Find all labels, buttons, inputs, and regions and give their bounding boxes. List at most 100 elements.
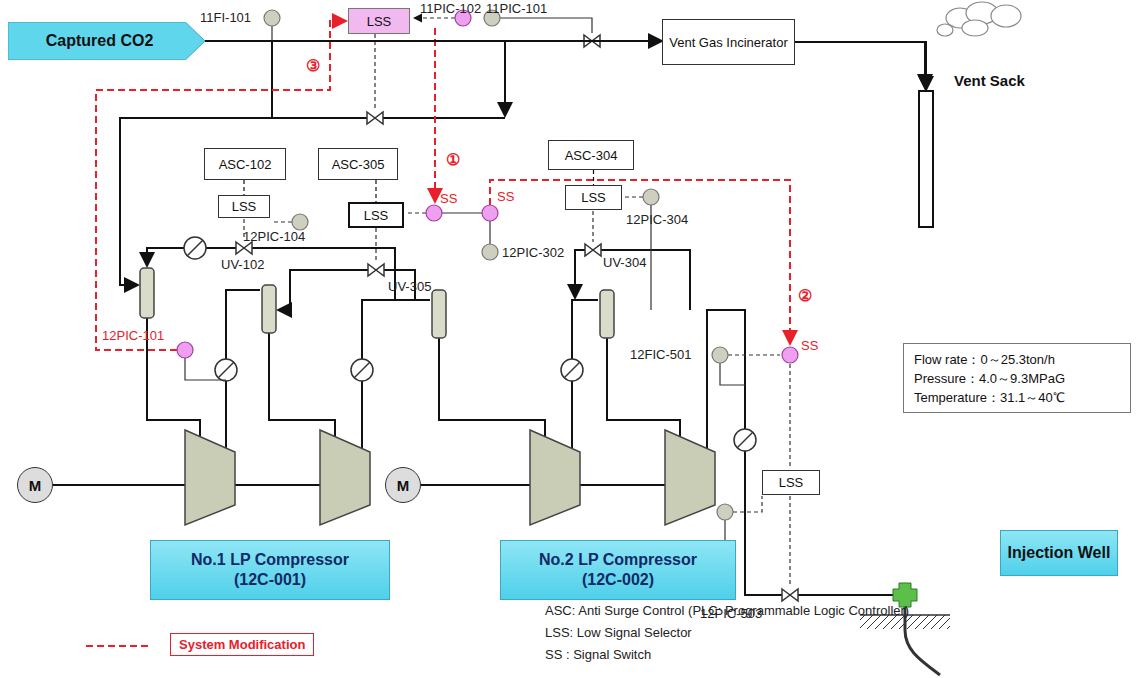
drawing-path — [271, 42, 273, 118]
drawing-path — [564, 362, 580, 378]
drawing-g — [185, 18, 745, 595]
drawing-ellipse — [991, 5, 1021, 27]
drawing-path — [374, 34, 375, 110]
drawing-path — [272, 221, 292, 222]
node-text: LSS — [581, 190, 606, 205]
node-text: Flow rate：0～25.3ton/h — [914, 350, 1055, 369]
drawing-rect — [432, 290, 446, 338]
node-text: Captured CO2 — [46, 32, 168, 50]
node-text: No.2 LP Compressor (12C-002) — [526, 550, 711, 590]
drawing-circle — [215, 359, 237, 381]
node-text: Vent Gas Incinerator — [669, 35, 788, 50]
drawing-rect — [600, 290, 614, 338]
drawing-circle — [712, 347, 728, 363]
drawing-path — [187, 240, 203, 256]
selector-box: LSS — [762, 470, 820, 495]
callout-number: ① — [446, 150, 460, 169]
drawing-circle — [264, 10, 280, 26]
drawing-circle — [643, 189, 659, 205]
drawing-path — [733, 496, 762, 512]
instrument-tag: 12PIC-304 — [626, 212, 688, 227]
drawing-path — [489, 221, 490, 244]
drawing-path — [789, 496, 790, 587]
compressor-box: No.1 LP Compressor (12C-001) — [150, 540, 390, 600]
motor-circle: M — [385, 467, 421, 503]
drawing-path — [269, 333, 335, 438]
drawing-path — [575, 250, 690, 310]
drawing-path — [789, 364, 790, 468]
drawing-g — [140, 268, 614, 338]
compressor-box: No.2 LP Compressor (12C-002) — [500, 540, 736, 600]
node-text: ASC-304 — [565, 148, 618, 163]
selector-box: LSS — [348, 8, 410, 34]
drawing-path — [504, 42, 506, 116]
instrument-tag: 12FIC-501 — [630, 347, 691, 362]
drawing-path — [624, 196, 643, 197]
drawing-path — [406, 212, 426, 213]
callout-number: ③ — [306, 56, 320, 75]
node-text: Pressure：4.0～9.3MPaG — [914, 369, 1065, 388]
drawing-ellipse — [962, 20, 988, 36]
controller-box: ASC-305 — [318, 148, 398, 180]
instrument-tag: 11PIC-101 — [486, 1, 547, 16]
process-box: Vent Gas Incinerator — [662, 19, 795, 65]
valve-tag: UV-102 — [221, 257, 264, 272]
valve-tag: UV-304 — [603, 255, 646, 270]
vent-stack: Vent Sack — [918, 90, 934, 228]
node-text: LSS — [364, 208, 389, 223]
drawing-g — [177, 10, 798, 520]
connector-line — [795, 42, 926, 90]
node-text: M — [397, 477, 410, 494]
drawing-g — [244, 18, 790, 587]
drawing-path — [500, 18, 592, 33]
drawing-path — [368, 264, 384, 276]
drawing-path — [585, 244, 601, 256]
spec-box: Flow rate：0～25.3ton/hPressure：4.0～9.3MPa… — [903, 343, 1131, 413]
drawing-circle — [717, 504, 733, 520]
instrument-tag: 11FI-101 — [200, 10, 251, 25]
selector-box: LSS — [565, 185, 622, 210]
drawing-path — [782, 589, 798, 601]
drawing-rect — [140, 268, 154, 318]
controller-box: ASC-304 — [548, 140, 634, 170]
drawing-g — [86, 21, 790, 646]
node-text: LSS — [779, 475, 804, 490]
drawing-rect — [262, 285, 276, 333]
instrument-tag: 12PIC-104 — [243, 229, 305, 244]
node-text: Vent Sack — [954, 72, 1025, 89]
drawing-circle — [184, 237, 206, 259]
drawing-circle — [782, 347, 798, 363]
drawing-path — [120, 118, 505, 285]
drawing-path — [375, 228, 376, 262]
drawing-ellipse — [937, 24, 953, 36]
instrument-tag: 12PIC-302 — [502, 245, 564, 260]
signal-switch-tag: SS — [440, 191, 457, 206]
drawing-path — [96, 21, 346, 350]
selector-box: LSS — [218, 195, 270, 218]
drawing-circle — [734, 429, 756, 451]
drawing-circle — [292, 214, 308, 230]
node-text: No.1 LP Compressor (12C-001) — [178, 550, 363, 590]
legend-text: System Modification — [170, 633, 314, 656]
drawing-g — [236, 35, 798, 601]
drawing-path — [439, 338, 545, 438]
valve-tag: UV-305 — [388, 279, 431, 294]
drawing-g — [860, 583, 950, 675]
connector-line — [205, 40, 662, 42]
drawing-path — [354, 362, 370, 378]
drawing-path — [737, 432, 753, 448]
drawing-polygon — [320, 430, 370, 525]
drawing-path — [728, 354, 780, 355]
drawing-polygon — [665, 430, 715, 525]
drawing-path — [86, 645, 150, 647]
node-text: ASC-305 — [332, 157, 385, 172]
signal-switch-tag: SS — [801, 338, 818, 353]
signal-switch-tag: SS — [497, 189, 514, 204]
drawing-circle — [482, 244, 498, 260]
drawing-path — [414, 17, 455, 18]
node-text: ASC-102 — [219, 157, 272, 172]
drawing-g — [184, 237, 756, 451]
drawing-circle — [351, 359, 373, 381]
abbreviation-note: SS : Signal Switch — [545, 647, 651, 662]
